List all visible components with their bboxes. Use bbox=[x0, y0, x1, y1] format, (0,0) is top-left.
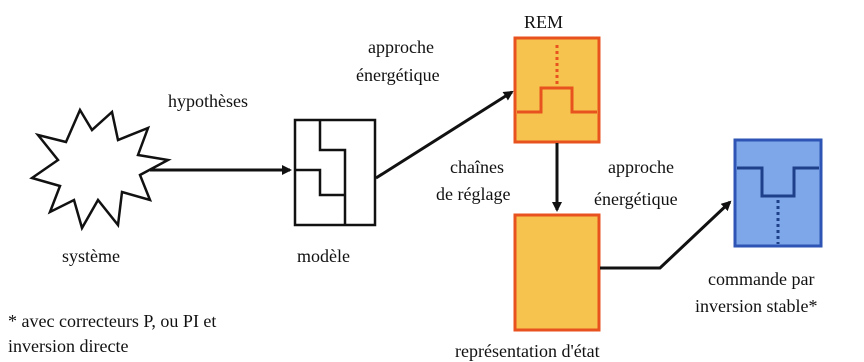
arrow-state-to-command bbox=[600, 200, 732, 270]
label-approche1-line2: énergétique bbox=[356, 65, 440, 85]
label-commande-line2: inversion stable* bbox=[695, 296, 817, 316]
model-box bbox=[293, 118, 377, 227]
arrow-model-to-rem bbox=[375, 90, 514, 180]
label-modele: modèle bbox=[297, 246, 350, 266]
label-chaines-line1: chaînes bbox=[450, 157, 504, 177]
footnote-line1: * avec correcteurs P, ou PI et bbox=[8, 311, 216, 331]
label-representation: représentation d'état bbox=[455, 341, 600, 361]
label-hypotheses: hypothèses bbox=[168, 91, 248, 111]
footnote-line2: inversion directe bbox=[8, 336, 128, 356]
state-representation-box bbox=[513, 213, 601, 332]
system-starburst-icon bbox=[29, 107, 172, 232]
label-systeme: système bbox=[62, 246, 120, 266]
stable-inversion-command-box bbox=[733, 138, 823, 248]
rem-box bbox=[513, 36, 601, 144]
label-approche1-line1: approche bbox=[368, 37, 434, 57]
label-chaines-line2: de réglage bbox=[436, 184, 510, 204]
label-approche2-line1: approche bbox=[608, 157, 674, 177]
label-approche2-line2: énergétique bbox=[594, 189, 678, 209]
label-commande-line1: commande par bbox=[708, 269, 814, 289]
label-rem: REM bbox=[524, 12, 563, 32]
